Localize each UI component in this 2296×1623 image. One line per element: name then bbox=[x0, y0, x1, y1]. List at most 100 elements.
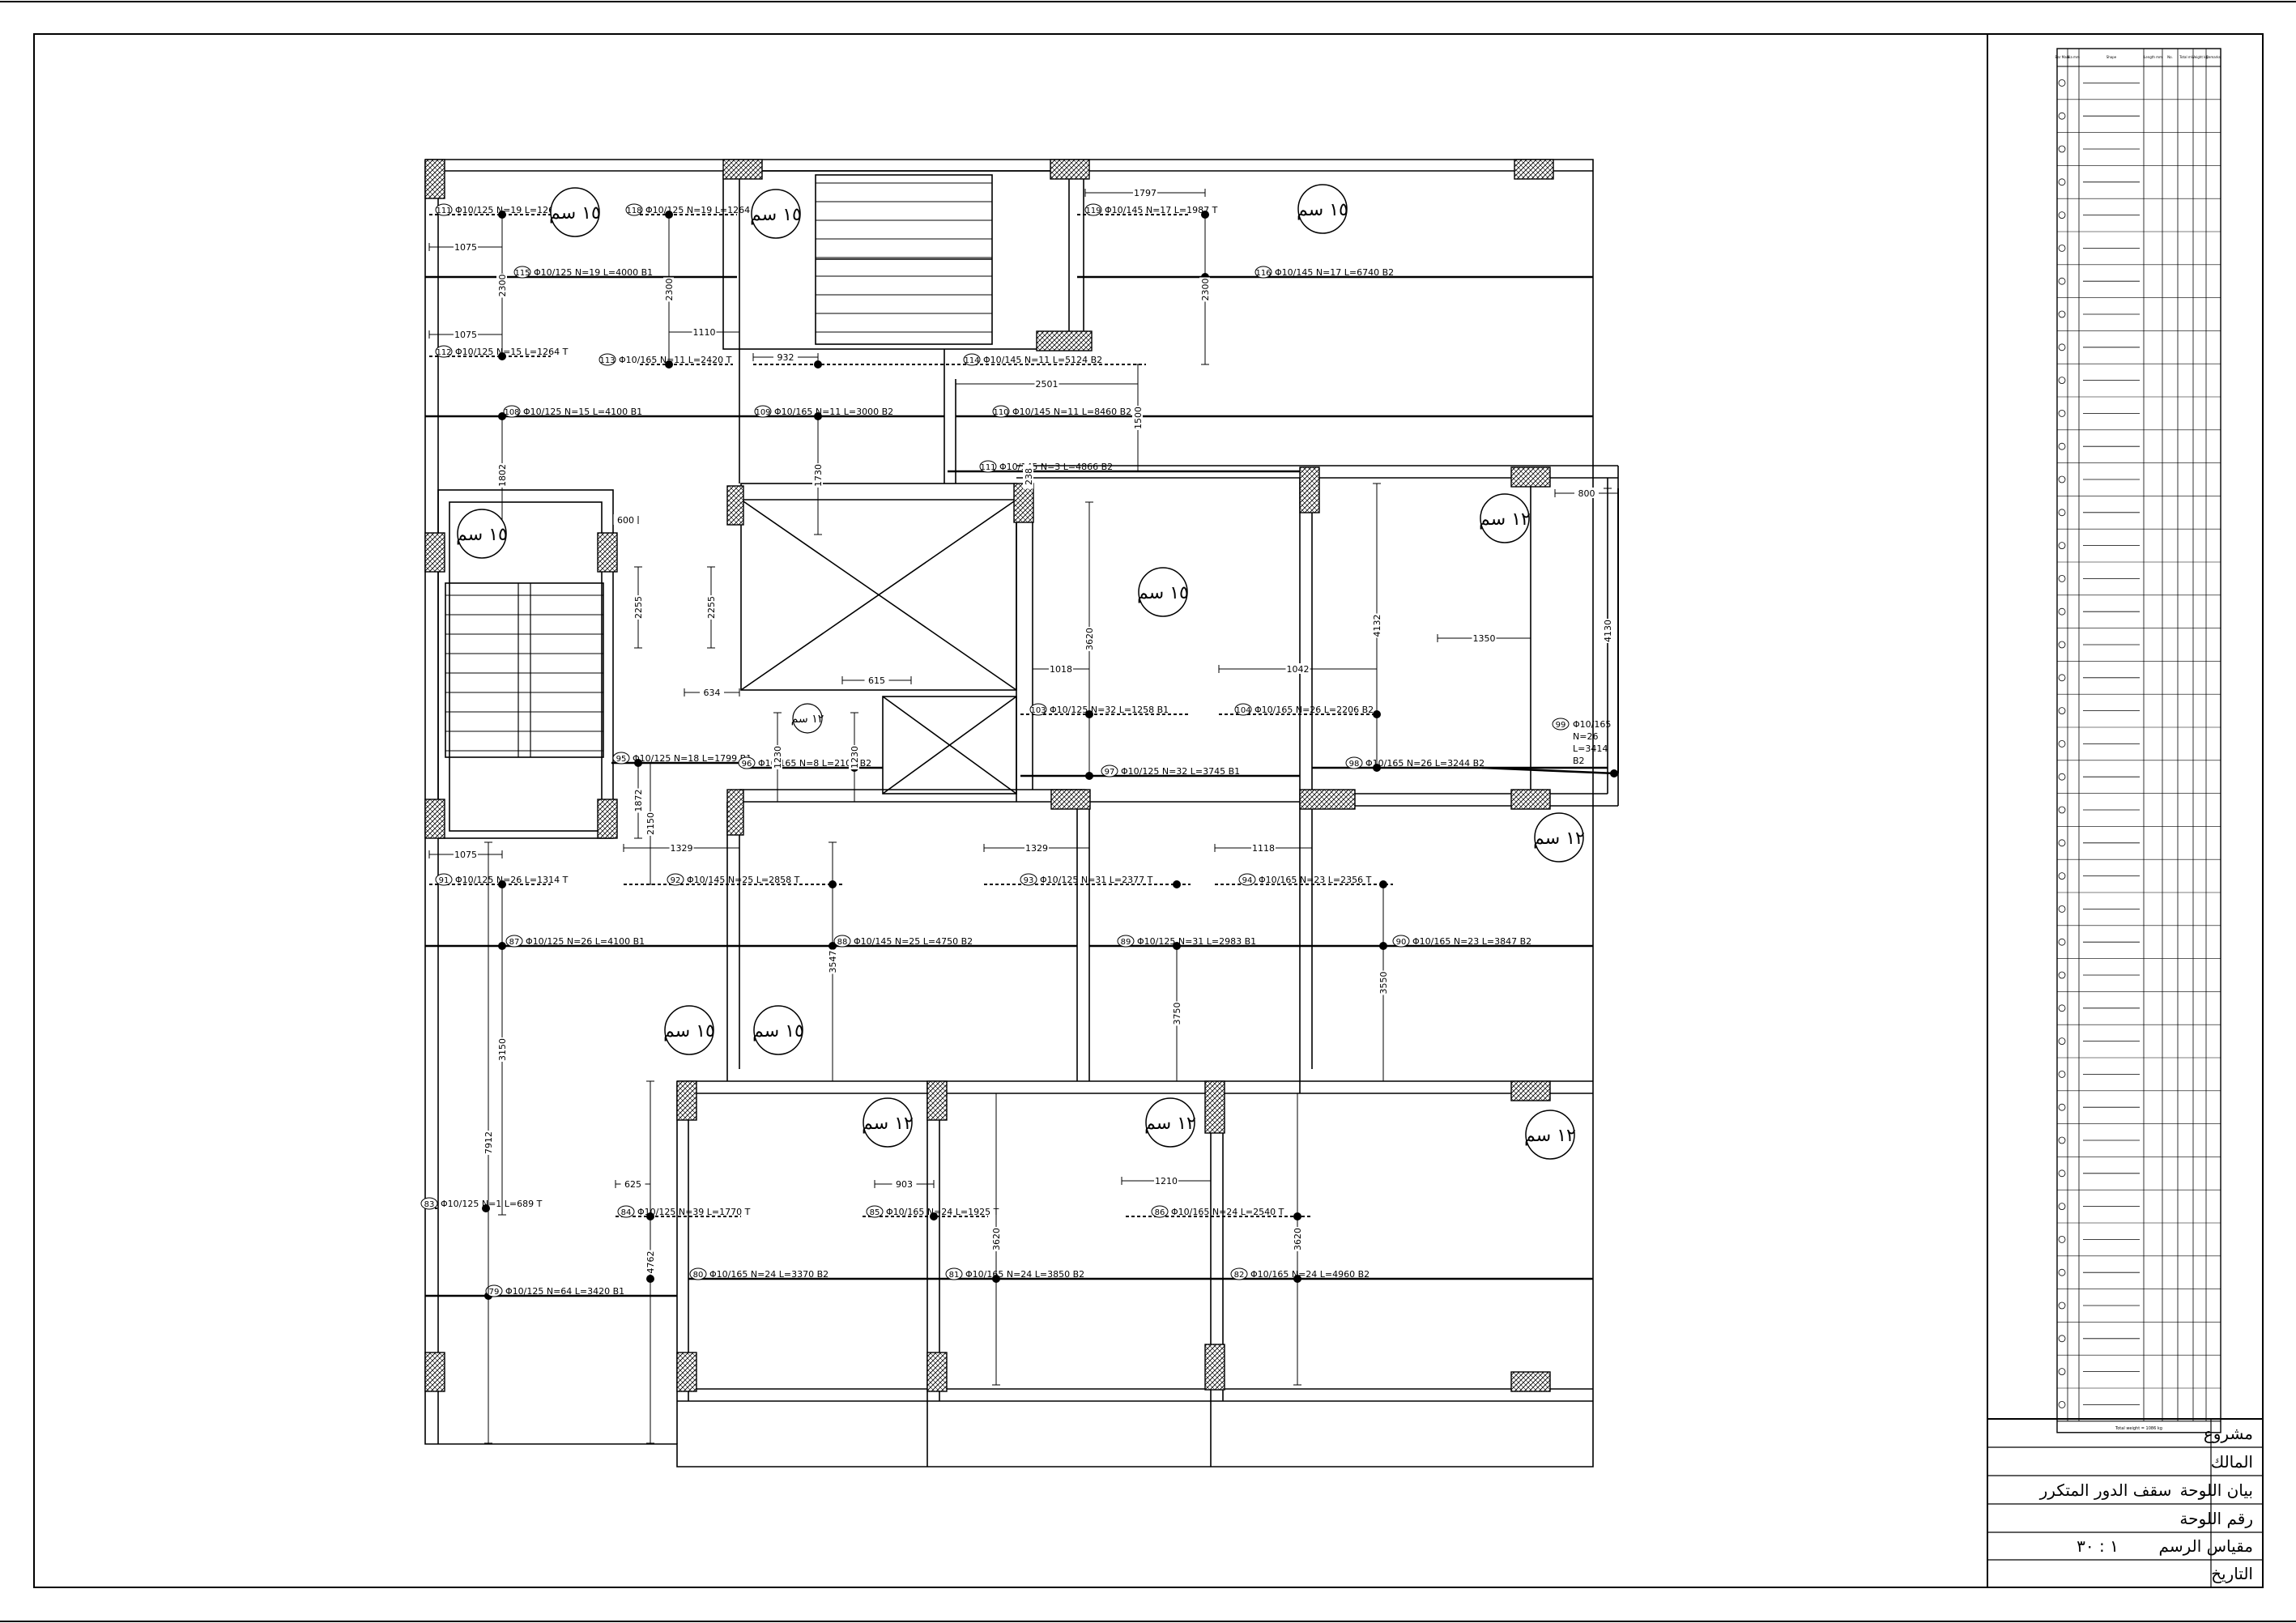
bar-tag bbox=[992, 405, 1010, 418]
bar-mark: 114 bbox=[964, 356, 979, 365]
column bbox=[597, 799, 618, 839]
dimension-mask bbox=[1199, 277, 1210, 302]
bar-tag bbox=[754, 405, 772, 418]
date-label: التاريخ bbox=[2211, 1564, 2253, 1583]
dimension-text: 3620 bbox=[1084, 628, 1095, 650]
schedule-mark-circle bbox=[2058, 674, 2066, 682]
schedule-mark-circle bbox=[2058, 509, 2066, 517]
slab-label-15: ١٥ سم bbox=[1297, 184, 1348, 234]
dimension-text: 2300 bbox=[497, 275, 508, 297]
bar-spec: B2 bbox=[1573, 756, 1585, 766]
bar-mark: 118 bbox=[626, 207, 641, 215]
dimension-text: 2255 bbox=[633, 596, 644, 619]
schedule-header: Weight kg bbox=[2192, 55, 2209, 59]
dimension-d903: 903 bbox=[874, 1178, 935, 1190]
column bbox=[1013, 483, 1034, 523]
bar-spec: Φ10/145 N=25 L=4750 B2 bbox=[854, 936, 973, 947]
dimension-text: 4762 bbox=[645, 1251, 656, 1274]
dimension-text: 2150 bbox=[645, 812, 656, 835]
schedule-mark-circle bbox=[2058, 607, 2066, 616]
dimension-text: 4132 bbox=[1372, 615, 1382, 637]
dimension-mask bbox=[892, 1178, 917, 1189]
bar-spec: Φ10/125 N=31 L=2377 T bbox=[1040, 875, 1153, 885]
bar-spec: Φ10/125 N=15 L=4100 B1 bbox=[523, 407, 642, 417]
dimension-d1230b: 1230 bbox=[849, 712, 860, 803]
bar-spec: Φ10/165 N=24 L=3850 B2 bbox=[965, 1269, 1084, 1280]
schedule-header: Remarks bbox=[2206, 55, 2220, 59]
bar-mark: 108 bbox=[504, 408, 519, 417]
column bbox=[424, 1352, 445, 1392]
dimension-d3150: 3150 bbox=[496, 884, 508, 1216]
dimension-d2300b: 2300 bbox=[663, 214, 675, 365]
dimension-d3550: 3550 bbox=[1378, 884, 1389, 1082]
bar-mark: 99 bbox=[1556, 721, 1566, 730]
schedule-mark-circle bbox=[2058, 377, 2066, 385]
dimension-mask bbox=[1602, 619, 1612, 643]
column bbox=[1510, 1080, 1551, 1101]
bar-tag bbox=[1254, 266, 1272, 279]
schedule-mark-circle bbox=[2058, 1268, 2066, 1276]
dimension-d800: 800 bbox=[1554, 488, 1619, 499]
dimension-text: 1230 bbox=[850, 746, 860, 769]
bar-mark: 85 bbox=[870, 1208, 880, 1217]
bar-spec: L=3414 bbox=[1573, 743, 1608, 754]
bar-tag bbox=[667, 873, 684, 886]
dimension-mask bbox=[692, 326, 717, 337]
schedule-mark-circle bbox=[2058, 1071, 2066, 1078]
schedule-mark-circle bbox=[2058, 145, 2066, 153]
stair-core-left-inner bbox=[449, 501, 603, 832]
bar-mark: 81 bbox=[949, 1271, 960, 1280]
column bbox=[1510, 1371, 1551, 1392]
schedule-header: Shape bbox=[2106, 55, 2117, 59]
bar-spec: N=26 bbox=[1573, 731, 1598, 742]
bar-tag bbox=[1345, 756, 1363, 769]
bar-spec: Φ10/165 N=23 L=3847 B2 bbox=[1412, 936, 1531, 947]
scale-label: مقياس الرسم bbox=[2159, 1536, 2253, 1556]
bar-spec: Φ10/125 N=32 L=3745 B1 bbox=[1121, 766, 1240, 777]
bar-tag bbox=[485, 1284, 503, 1297]
bar-spec: Φ10/165 N=24 L=2540 T bbox=[1171, 1207, 1284, 1217]
dimension-d1075a: 1075 bbox=[428, 241, 503, 253]
dimension-text: 2501 bbox=[1036, 379, 1059, 390]
bar-spec: Φ10/165 N=24 L=1925 T bbox=[886, 1207, 999, 1217]
sheet-description-value: سقف الدور المتكرر bbox=[2039, 1480, 2172, 1500]
bar-spec: Φ10/165 N=24 L=3370 B2 bbox=[709, 1269, 829, 1280]
dimension-mask bbox=[633, 788, 643, 813]
bar-mark: 110 bbox=[993, 408, 1008, 417]
owner-label: المالك bbox=[2211, 1452, 2253, 1472]
dimension-text: 2300 bbox=[1200, 279, 1211, 301]
schedule-mark-circle bbox=[2058, 839, 2066, 847]
bar-tag bbox=[505, 935, 523, 948]
slab-label-text: ١٢ سم bbox=[862, 1114, 914, 1134]
bar-mark: 116 bbox=[1255, 269, 1271, 278]
bar-mark: 82 bbox=[1234, 1271, 1245, 1280]
column bbox=[1204, 1080, 1225, 1134]
dimension-d2300c: 2300 bbox=[1199, 214, 1211, 365]
dimension-d1350: 1350 bbox=[1437, 633, 1531, 644]
dimension-mask bbox=[496, 1037, 507, 1062]
dimension-text: 1730 bbox=[813, 464, 824, 487]
dimension-mask bbox=[1292, 1227, 1302, 1251]
bar-spec: Φ10/165 N=26 L=2206 B2 bbox=[1254, 705, 1374, 715]
bar-tag bbox=[1392, 935, 1410, 948]
dimension-text: 903 bbox=[896, 1179, 913, 1190]
dimension-mask bbox=[1171, 1001, 1182, 1026]
slab-label-text: ١٢ سم bbox=[1524, 1126, 1576, 1146]
bar-spec: Φ10/125 N=26 L=4100 B1 bbox=[526, 936, 645, 947]
column bbox=[424, 532, 445, 573]
schedule-mark-circle bbox=[2058, 79, 2066, 87]
dimension-d1210: 1210 bbox=[1121, 1175, 1212, 1186]
column bbox=[1050, 789, 1091, 810]
bar-spec: Φ10/145 N=25 L=2858 T bbox=[687, 875, 800, 885]
bar-mark: 112 bbox=[436, 348, 451, 357]
dimension-mask bbox=[1154, 1175, 1178, 1186]
column bbox=[1510, 466, 1551, 488]
column bbox=[1050, 159, 1090, 180]
